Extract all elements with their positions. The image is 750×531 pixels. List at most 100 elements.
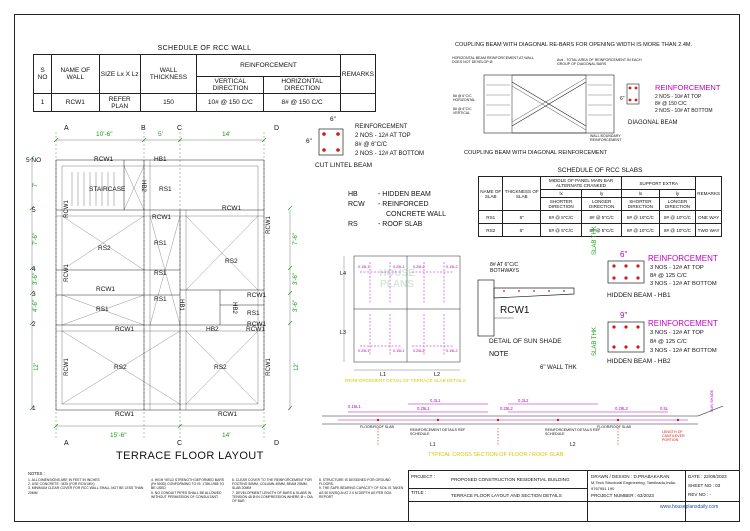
coupling-title: COUPLING BEAM WITH DIAGONAL RE-BARS FOR … (455, 42, 693, 48)
cell: ONE WAY (695, 210, 722, 224)
dim-label: 10'-6" (96, 131, 113, 138)
cell: RS2 (477, 223, 504, 237)
drawing-title: TERRACE FLOOR LAYOUT AND SECTION DETAILS (451, 493, 562, 498)
hb1-title: REINFORCEMENT (648, 254, 718, 263)
plan-member: RCW1 (247, 321, 267, 328)
coupling-boundary: WALL BOUNDARY REINFORCEMENT (590, 134, 622, 142)
plan-member: RCW1 (63, 200, 70, 218)
lintel-line: 2 NOS - 12# AT BOTTOM (355, 151, 425, 157)
dim-label: 3'-6" (292, 300, 299, 312)
slab-reinforcement-plan (343, 255, 461, 371)
note-item: 9. THE SAFE BEARING CAPACITY OF SOIL IS … (319, 486, 404, 499)
col-reinforcement: REINFORCEMENT (196, 54, 341, 77)
dim-label: 12' (293, 363, 300, 371)
cell: 6" (502, 223, 541, 237)
plan-member: RCW1 (115, 411, 135, 418)
plan-member: RCW1 (115, 326, 135, 333)
plan-member: RS2 (114, 364, 127, 371)
row-label: 1 (32, 405, 36, 412)
col-header: REMARKS (695, 176, 722, 211)
plan-member: RS1 (154, 240, 167, 247)
cell: RS1 (477, 210, 504, 224)
cell: 8# @ 5"C/C (539, 223, 583, 237)
note-item: 3. MINIMUM CLEAR COVER FOR RCC WALL SHAL… (28, 486, 144, 495)
slab-bar-label: 0.15L2 (446, 265, 458, 269)
plan-member: RCW1 (63, 358, 70, 376)
table-row: RS2 6" 8# @ 5"C/C 8# @ 5"C/C 8# @ 10"C/C… (477, 223, 722, 237)
col-remarks: REMARKS (339, 54, 377, 94)
cell (339, 93, 377, 112)
section-mark: 0.3L1 (430, 398, 441, 403)
col-size: SIZE Lx X Lz (98, 54, 141, 94)
plan-member: HB2 (206, 326, 219, 333)
dim-label: 12' (33, 363, 40, 371)
sunshade-drawing (477, 279, 575, 337)
dim-label: 7'-6" (292, 233, 299, 245)
dim-label: 3'-6" (32, 273, 39, 285)
slab-l2: L2 (434, 372, 441, 378)
legend-item: RCW- REINFORCED (348, 201, 429, 208)
coupling-side-b: 8# @ 6"C/C VERTICAL (453, 107, 472, 115)
hb2-section (607, 321, 645, 353)
plan-member: RS2 (98, 245, 111, 252)
col-thickness: WALL THICKNESS (139, 54, 198, 94)
cell: RCW1 (51, 93, 100, 112)
cell: REFER PLAN (98, 93, 141, 112)
coupling-reinf-line: 2 NOS - 10# AT TOP (655, 94, 702, 100)
drawn-by: DRAWN / DESIGN : D.PRABAKARAN (591, 474, 670, 479)
col-header: SUPPORT EXTRA (621, 176, 697, 190)
wall-schedule-table: SCHEDULE OF RCC WALL S NO NAME OF WALL S… (32, 43, 377, 112)
slab-schedule-table: SCHEDULE OF RCC SLABS NAME OF SLAB THICK… (477, 165, 722, 237)
cell: 8# @ 10"C/C (658, 210, 697, 224)
legend-item: HB- HIDDEN BEAM (348, 191, 431, 198)
lintel-line: 8# @ 6"C/C (355, 142, 387, 148)
dim-label: 7'-6" (32, 233, 39, 245)
section-l1: L1 (430, 442, 436, 448)
coupling-note-left: HORIZONTAL BEAM REINFORCEMENT AT WALL DO… (452, 56, 534, 64)
col-header: SHORTER DIRECTION (539, 197, 583, 211)
cell: 150 (139, 93, 198, 112)
hb2-line: 3 NOS - 12# AT TOP (650, 330, 704, 336)
grid-label: A (64, 125, 69, 132)
row-label: 5 (32, 207, 36, 214)
website[interactable]: www.houseplansdaily.com (660, 504, 719, 510)
sunshade-note: NOTE (489, 351, 509, 358)
plan-member: RS2 (225, 258, 238, 265)
slab-l4: L4 (340, 271, 347, 277)
terrace-floor-plan (29, 132, 293, 440)
cell: 8# @ 5"C/C (581, 210, 623, 224)
col-vertical: VERTICAL DIRECTION (196, 76, 265, 94)
grid-label: B (141, 125, 146, 132)
col-sno: S NO (32, 54, 53, 94)
col-header: NAME OF SLAB (477, 176, 504, 211)
col-header: LONGER DIRECTION (581, 197, 623, 211)
hb2-line: 8# @ 125 C/C (650, 339, 687, 345)
row-label: 2 (32, 321, 36, 328)
note-item: 1. ALL DIMENSIONS ARE IN FEET IN INCHES (28, 478, 100, 482)
watermark: HOUSE PLANS (379, 268, 415, 290)
plan-member: RCW1 (246, 326, 266, 333)
slab-l1: L1 (380, 372, 387, 378)
dim-label: 7' (33, 182, 40, 188)
cell: 6" (502, 210, 541, 224)
lintel-beam-section (318, 128, 344, 156)
col-header: lx (621, 189, 660, 198)
coupling-note-right: Avd - TOTAL AREA OF REINFORCEMENT IN EAC… (557, 58, 642, 66)
section-right: FLOOR/ROOF SLAB (597, 425, 631, 429)
cell: 8# @ 10"C/C (621, 210, 660, 224)
cell: 8# @ 10"C/C (621, 223, 660, 237)
section-mark: 0.29L2 (615, 406, 628, 411)
cell: 8# @ 10"C/C (658, 223, 697, 237)
title-block: PROJECT : PROPOSED CONSTRUCTION RESIDENT… (408, 470, 739, 521)
note-item: 7. DEVELOPMENT LENGTH OF BARS & SLABS IN… (232, 490, 313, 504)
phone: 9767951 190 (591, 486, 615, 491)
legend: HB- HIDDEN BEAM RCW- REINFORCED CONCRETE… (348, 190, 446, 230)
hb2-line: 3 NOS - 12# AT BOTTOM (650, 348, 717, 354)
slab-schedule-title: SCHEDULE OF RCC SLABS (557, 167, 643, 174)
project-name: PROPOSED CONSTRUCTION RESIDENTIAL BUILDI… (451, 477, 570, 482)
plan-member: RS1 (154, 296, 167, 303)
slab-bar-label: 0.15L1 (393, 349, 405, 353)
hb2-title: REINFORCEMENT (648, 319, 718, 328)
row-label: 5 NO (26, 157, 42, 164)
row-label: 4 (32, 266, 36, 273)
